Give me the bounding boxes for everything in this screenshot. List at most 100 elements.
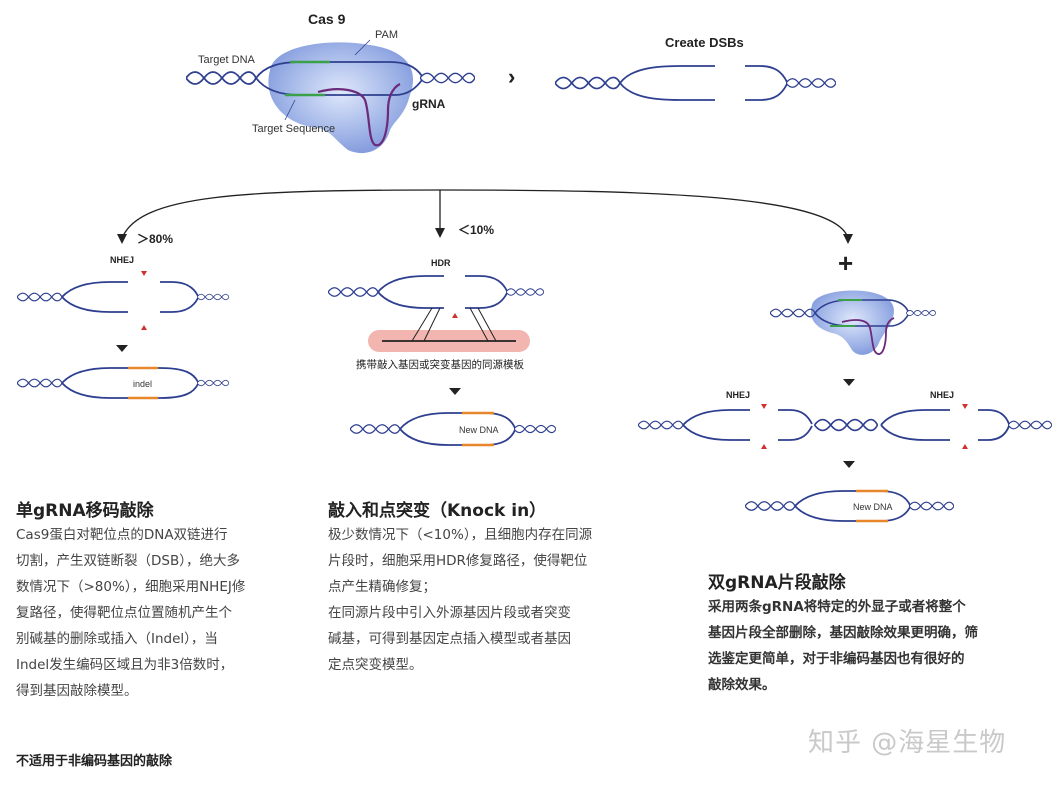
cut-marker: [761, 404, 767, 409]
nhej-column: NHEJ indel: [17, 255, 229, 400]
pam-label: PAM: [375, 29, 398, 41]
nhej-label: NHEJ: [110, 255, 134, 265]
nhej-label-right: NHEJ: [930, 390, 954, 400]
dual-seg2-bottom: [778, 425, 813, 441]
single-grna-title: 单gRNA移码敲除: [16, 501, 154, 521]
body-line: 别碱基的删除或插入（Indel），当: [16, 631, 218, 647]
hdr-right-top: [465, 275, 508, 292]
target-dna-right-helix: [420, 72, 475, 84]
dsb-right-bottom-strand: [745, 83, 788, 101]
new-dna-label: New DNA: [459, 425, 499, 435]
grna-strand: [317, 83, 401, 147]
body-line: 数情况下（>80%），细胞采用NHEJ修: [16, 579, 246, 595]
cut-marker: [761, 444, 767, 449]
target-sequence-pointer: [284, 99, 296, 121]
cas9-protein-blob: [268, 42, 414, 154]
nhej-percent-label: ＞80%: [137, 232, 173, 246]
cut-marker: [962, 404, 968, 409]
body-line: 点产生精确修复；: [328, 579, 436, 595]
body-line: 复路径，使得靶位点位置随机产生个: [16, 605, 232, 621]
dual-seg1-top: [682, 409, 750, 426]
hdr-percent-label: ＜10%: [458, 223, 494, 237]
newdna-left-helix: [350, 423, 400, 435]
indel-left-helix: [17, 378, 62, 388]
dual-seg3-bottom: [880, 424, 950, 441]
nhej-left-top: [61, 281, 128, 298]
homology-template-label: 携带敲入基因或突变基因的同源模板: [356, 358, 524, 371]
cas9-label: Cas 9: [308, 11, 346, 27]
indel-top-strand: [61, 367, 199, 384]
body-line: 采用两条gRNA将特定的外显子或者将整个: [708, 599, 966, 615]
nhej-left-helix: [17, 292, 62, 302]
indel-right-helix: [197, 379, 229, 387]
body-line: 选鉴定更简单，对于非编码基因也有很好的: [708, 651, 965, 667]
nhej-right-top: [160, 281, 199, 297]
dual-new-right-helix: [909, 501, 954, 511]
mini-cas9-blob: [810, 290, 894, 355]
nhej-right-helix: [197, 293, 229, 301]
mini-left-helix: [770, 308, 815, 318]
body-line: Indel发生编码区域且为非3倍数时，: [16, 657, 234, 673]
right-arrow-icon: ›: [508, 64, 515, 89]
dual-left-helix: [638, 420, 683, 430]
mini-top-strand: [814, 299, 909, 314]
body-line: 定点突变模型。: [328, 657, 423, 673]
grna-label: gRNA: [412, 97, 446, 111]
body-line: 敲除效果。: [708, 677, 776, 693]
cut-marker-bottom: [141, 325, 147, 330]
pam-pointer: [354, 39, 371, 56]
newdna-right-helix: [514, 424, 556, 434]
down-arrow-icon: [116, 345, 128, 352]
dual-middle-helix: [813, 418, 879, 432]
hdr-right-bottom: [465, 292, 508, 309]
indel-bottom-strand: [61, 382, 199, 399]
body-line: 得到基因敲除模型。: [16, 683, 138, 699]
dual-grna-body: 采用两条gRNA将特定的外显子或者将整个 基因片段全部删除，基因敲除效果更明确，…: [708, 594, 978, 698]
dual-new-left-helix: [745, 500, 795, 512]
target-dna-label: Target DNA: [198, 54, 256, 66]
hdr-right-helix: [506, 287, 544, 297]
body-line: Cas9蛋白对靶位点的DNA双链进行: [16, 527, 228, 543]
target-sequence-label: Target Sequence: [252, 123, 335, 135]
body-line: 片段时，细胞采用HDR修复路径，使得靶位: [328, 553, 588, 569]
mini-grna-strand: [841, 317, 895, 355]
knockin-title: 敲入和点突变（Knock in）: [328, 501, 547, 521]
nhej-right-bottom: [160, 297, 199, 313]
nhej-label-left: NHEJ: [726, 390, 750, 400]
dsb-left-helix: [555, 76, 620, 90]
dual-grna-title: 双gRNA片段敲除: [708, 573, 846, 593]
target-dna-left-helix: [186, 71, 256, 85]
dsb-left-top-strand: [619, 65, 715, 84]
hdr-left-top: [377, 275, 444, 293]
target-dna-strand-top: [255, 61, 423, 79]
dual-seg4-top: [978, 409, 1010, 425]
dsb-illustration: Create DSBs: [555, 35, 836, 101]
hdr-left-bottom: [377, 291, 444, 309]
body-line: 极少数情况下（<10%），且细胞内存在同源: [328, 527, 593, 543]
new-dna-label: New DNA: [853, 502, 893, 512]
body-line: 基因片段全部删除，基因敲除效果更明确，筛: [708, 625, 978, 641]
nhej-left-bottom: [61, 296, 128, 313]
dual-grna-column: NHEJ NHEJ New DNA: [638, 290, 1052, 523]
down-arrow-icon: [843, 379, 855, 386]
hdr-label: HDR: [431, 258, 451, 268]
body-line: 碱基，可得到基因定点插入模型或者基因: [328, 631, 571, 647]
down-arrow-icon: [843, 461, 855, 468]
cut-marker: [962, 444, 968, 449]
cas9-complex: Cas 9 PAM Target DNA gRNA Target Sequenc…: [186, 11, 475, 154]
crossover-lines: [411, 307, 497, 342]
target-dna-strand-bottom: [255, 77, 423, 96]
branch-arrowheads: [117, 228, 853, 244]
hdr-column: HDR 携带敲入基因或突变基因的同源模板 New DNA: [328, 258, 556, 447]
plus-sign: +: [838, 248, 853, 278]
single-grna-note: 不适用于非编码基因的敲除: [16, 754, 173, 769]
single-grna-body: Cas9蛋白对靶位点的DNA双链进行 切割，产生双链断裂（DSB），绝大多 数情…: [16, 522, 245, 704]
hdr-cut-marker: [452, 313, 458, 318]
hdr-left-helix: [328, 286, 378, 298]
dsb-right-top-strand: [745, 65, 788, 83]
body-line: 在同源片段中引入外源基因片段或者突变: [328, 605, 571, 621]
body-line: 切割，产生双链断裂（DSB），绝大多: [16, 553, 240, 569]
dual-seg2-top: [778, 409, 813, 425]
watermark: 知乎 @海星生物: [808, 728, 1007, 758]
cut-marker-top: [141, 271, 147, 276]
